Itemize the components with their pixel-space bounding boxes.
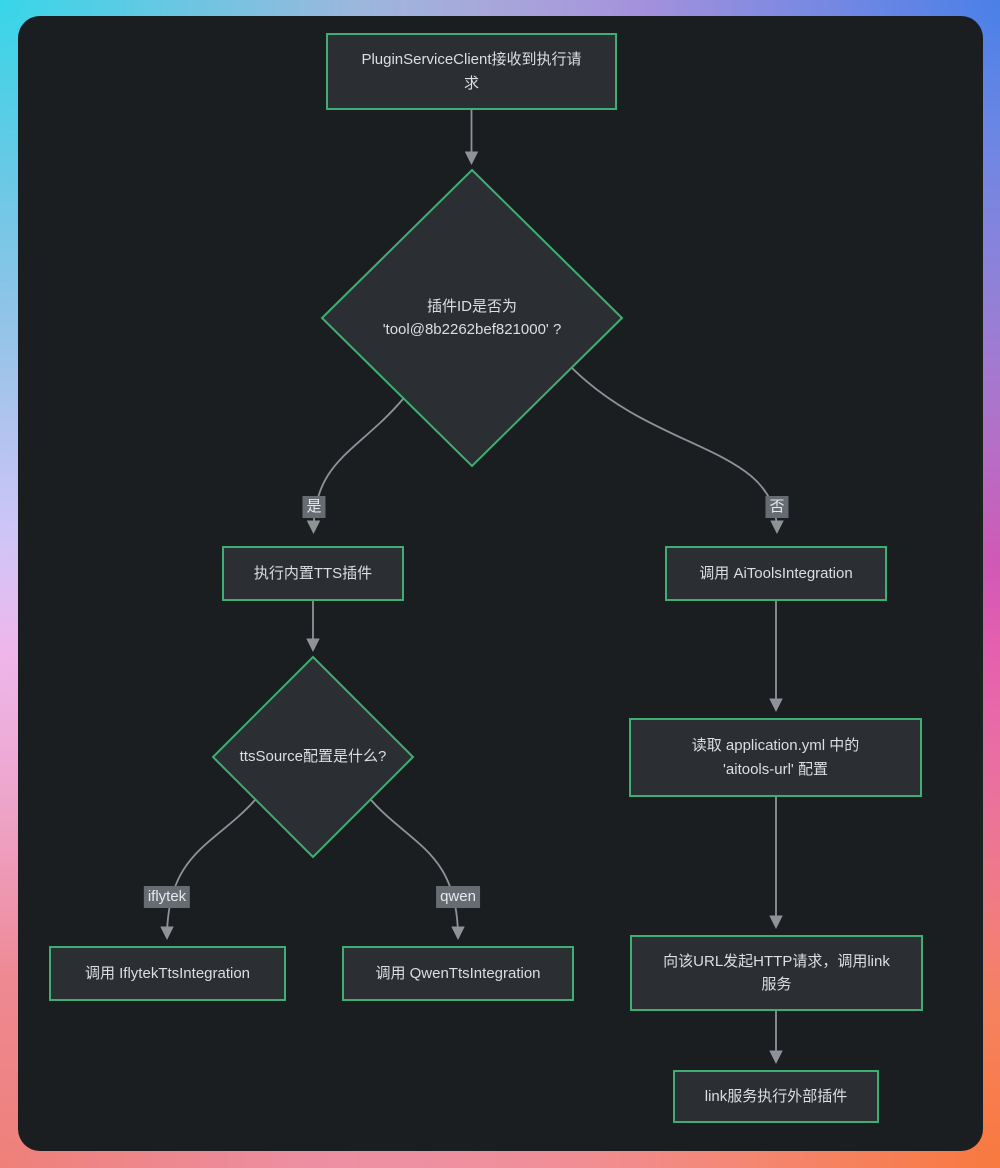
edge-label-iflytek: iflytek [143, 886, 191, 908]
edge-label-no: 否 [765, 496, 789, 518]
edge-label-qwen: qwen [436, 886, 480, 908]
node-link-exec: link服务执行外部插件 [673, 1070, 879, 1123]
node-exec-builtin-tts: 执行内置TTS插件 [222, 546, 404, 601]
edge-label-yes: 是 [302, 496, 326, 518]
node-call-qwen: 调用 QwenTtsIntegration [342, 946, 574, 1001]
node-decision-plugin-id-label: 插件ID是否为 'tool@8b2262bef821000' ? [382, 297, 562, 338]
node-call-iflytek: 调用 IflytekTtsIntegration [49, 946, 286, 1001]
node-decision-tts-source-label: ttsSource配置是什么? [239, 748, 387, 766]
node-call-aitools: 调用 AiToolsIntegration [665, 546, 887, 601]
node-http-request: 向该URL发起HTTP请求，调用link 服务 [630, 935, 923, 1011]
node-read-config: 读取 application.yml 中的 'aitools-url' 配置 [629, 718, 922, 797]
node-start: PluginServiceClient接收到执行请 求 [326, 33, 617, 110]
